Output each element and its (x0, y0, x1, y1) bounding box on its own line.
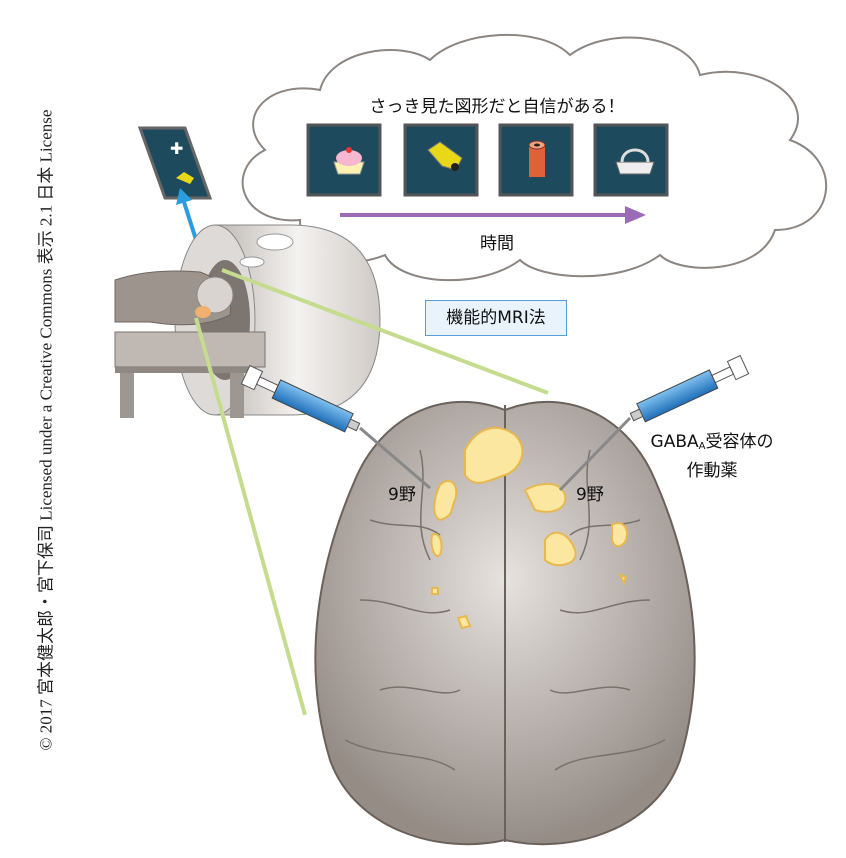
thought-text: さっき見た図形だと自信がある！ (369, 97, 625, 117)
stimulus-screen-1 (306, 123, 382, 197)
syringe-left (240, 364, 431, 490)
svg-text:✚: ✚ (170, 139, 183, 158)
gaba-suffix: 受容体の (705, 432, 774, 452)
stimulus-screens (306, 123, 669, 197)
time-label: 時間 (480, 234, 514, 254)
area9-left-label: 9野 (388, 485, 416, 505)
stimulus-screen-4 (593, 123, 669, 197)
stimulus-screen-3 (498, 123, 574, 197)
gaba-subscript: A (698, 441, 706, 452)
basket-icon (615, 148, 655, 175)
time-arrow (340, 206, 646, 224)
yellow-shape-icon (427, 141, 463, 171)
gaba-agonist-label: GABAA受容体の 作動薬 (651, 430, 774, 484)
projection-line (194, 317, 307, 716)
projection-line (221, 268, 549, 395)
stimulus-screen-2 (403, 123, 479, 197)
gaba-prefix: GABA (650, 432, 699, 452)
monkey-view-screen: ✚ (137, 126, 213, 200)
cupcake-icon (333, 147, 365, 175)
copyright-notice: © 2017 宮本健太郎・宮下保司 Licensed under a Creat… (36, 109, 56, 751)
fmri-label: 機能的MRI法 (425, 300, 567, 336)
brain (314, 400, 696, 846)
bed (114, 331, 266, 418)
gaba-line2: 作動薬 (686, 461, 738, 481)
activation-spots (430, 426, 628, 630)
area9-right-label: 9野 (576, 485, 604, 505)
syringe-right (558, 354, 750, 492)
red-cylinder-icon (528, 140, 546, 177)
monkey (114, 270, 234, 326)
